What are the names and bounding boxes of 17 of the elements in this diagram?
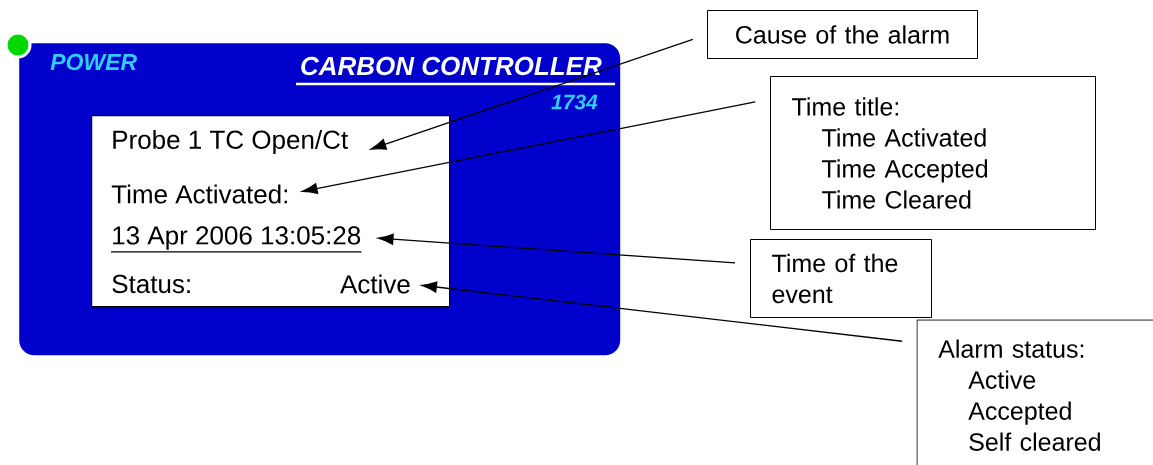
model-number: 1734 [551,94,598,110]
callout-box: Time of the event [750,239,932,318]
leader-arrow [421,281,903,342]
screen-text: Status: [112,274,190,294]
device-title: CARBON CONTROLLER [296,56,615,86]
screen-text: Probe 1 TC Open/Ct [113,129,348,155]
callout-box: Alarm status: Active Accepted Self cleared [916,319,1153,465]
leader-arrow [377,233,736,264]
screen-text: 13 Apr 2006 13:05:28 [110,226,363,253]
leader-arrow [301,101,756,195]
screen-text: Time Activated: [111,184,287,204]
callout-box: Cause of the alarm [707,10,978,59]
screen-text: Active [340,274,410,294]
power-label: POWER [50,53,137,71]
callout-box: Time title: Time Activated Time Accepted Time Cleared [770,76,1096,230]
leader-arrow [370,38,694,150]
display-screen [91,115,451,308]
